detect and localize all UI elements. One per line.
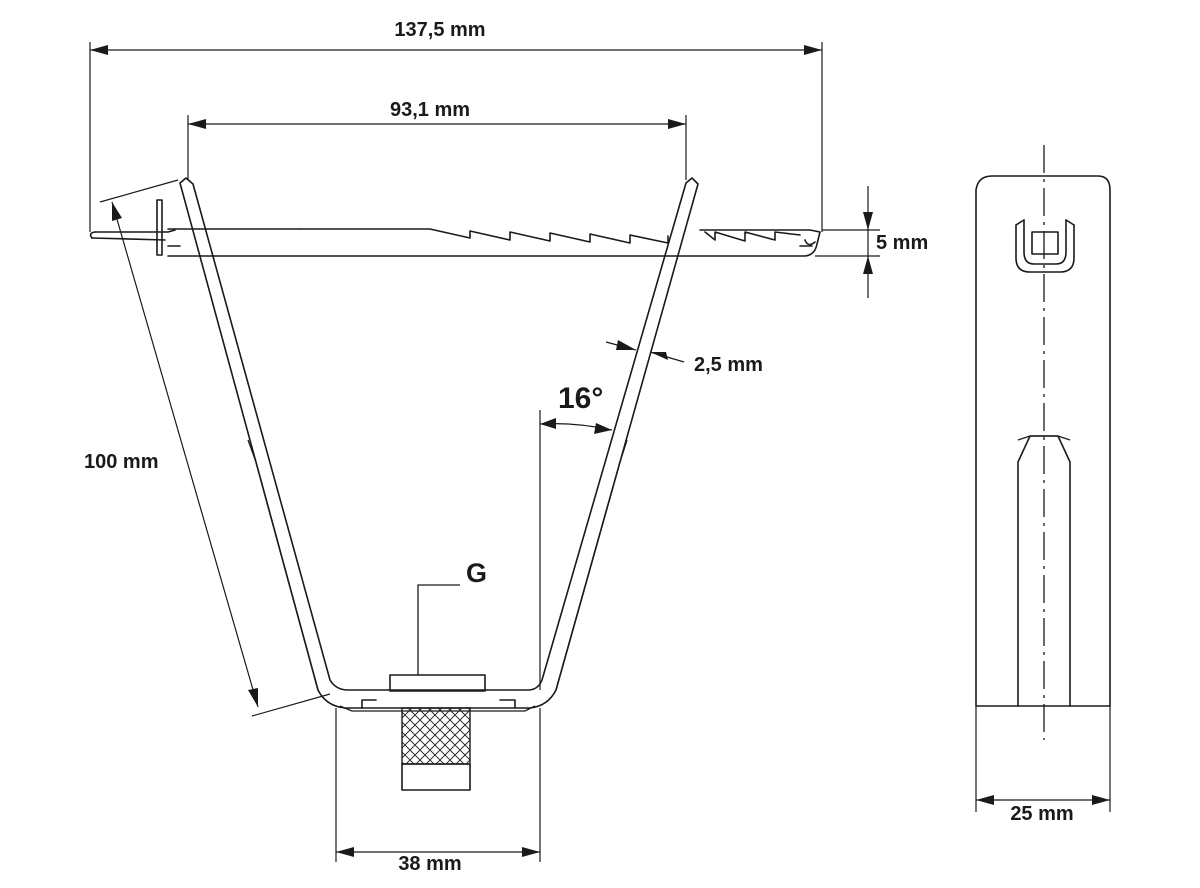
sheet-thickness-label: 2,5 mm xyxy=(694,354,763,376)
left-tab xyxy=(156,199,163,256)
top-opening-label: 93,1 mm xyxy=(390,99,470,121)
dim-plate-thickness: 5 mm xyxy=(815,186,928,298)
base-width-label: 38 mm xyxy=(398,853,461,875)
nut-block xyxy=(361,674,516,709)
angle-label: 16° xyxy=(558,382,603,415)
side-view: 25 mm xyxy=(975,145,1111,825)
dim-side-length: 100 mm xyxy=(84,179,331,717)
g-callout: G xyxy=(417,558,487,675)
depth-label: 25 mm xyxy=(1010,803,1073,825)
front-view: G 137,5 mm 93,1 mm 5 mm 2,5 xyxy=(84,19,928,875)
dim-top-opening: 93,1 mm xyxy=(187,99,687,180)
bracket-profile xyxy=(179,177,699,712)
dim-angle: 16° xyxy=(539,382,613,690)
dim-depth: 25 mm xyxy=(975,706,1111,825)
g-label: G xyxy=(466,558,487,588)
side-view-clip xyxy=(1015,219,1075,273)
side-length-label: 100 mm xyxy=(84,451,159,473)
plate-thickness-label: 5 mm xyxy=(876,232,928,254)
grating-plate xyxy=(89,228,821,257)
knurled-screw xyxy=(401,707,471,791)
dim-sheet-thickness: 2,5 mm xyxy=(605,340,763,376)
overall-width-label: 137,5 mm xyxy=(394,19,485,41)
dim-overall-width: 137,5 mm xyxy=(89,19,823,232)
dim-base-width: 38 mm xyxy=(335,708,541,875)
